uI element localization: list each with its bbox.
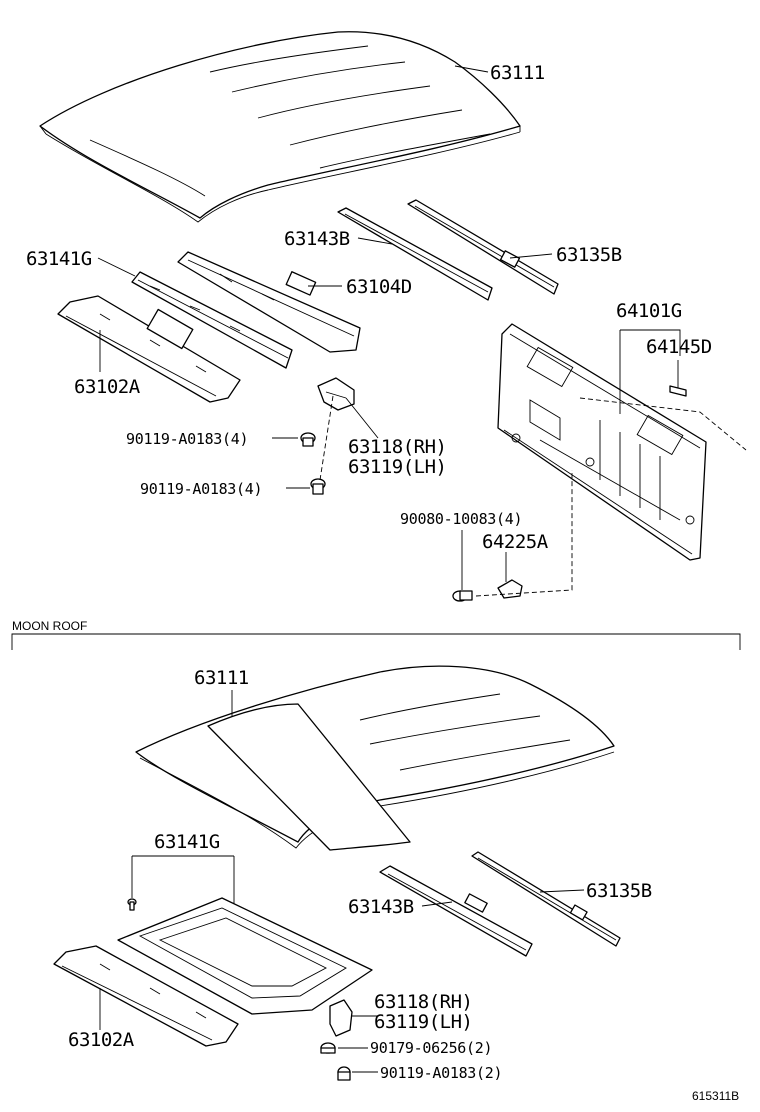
label-63102a-top: 63102A [74, 376, 141, 398]
sunroof-frame-63141g [117, 897, 373, 1015]
section-title-moon-roof: MOON ROOF [12, 619, 87, 633]
label-64101g: 64101G [616, 300, 682, 322]
label-63111-top: 63111 [490, 62, 545, 84]
label-63104d: 63104D [346, 276, 412, 298]
leader-lines-moon [99, 690, 585, 1073]
roof-panel-top [39, 31, 521, 223]
label-64145d: 64145D [646, 336, 712, 358]
roof-panel-moon [135, 665, 615, 851]
roof-rail-63135b-top [407, 199, 559, 295]
label-bolt-top-1: 90119-A0183(4) [126, 430, 248, 448]
roof-header-63141g-top [131, 271, 293, 369]
diagram-reference-number: 615311B [692, 1089, 739, 1103]
label-63118-top: 63118(RH) [348, 436, 446, 458]
clip-64225a [497, 579, 523, 599]
label-63135b-top: 63135B [556, 244, 622, 266]
leader-lines-top [97, 65, 747, 597]
label-90080: 90080-10083(4) [400, 510, 522, 528]
label-63102a-moon: 63102A [68, 1029, 135, 1051]
bracket-63118-top [317, 377, 355, 411]
label-63141g-moon: 63141G [154, 831, 220, 853]
label-90179: 90179-06256(2) [370, 1039, 492, 1057]
label-63119-top: 63119(LH) [348, 456, 446, 478]
bolt-icon-90080 [452, 590, 473, 602]
label-63143b-moon: 63143B [348, 896, 414, 918]
bracket-63118-moon [329, 999, 353, 1037]
bolt-icon-top-1 [300, 432, 316, 447]
label-63135b-moon: 63135B [586, 880, 652, 902]
nut-icon-90179 [320, 1042, 336, 1054]
roof-rail-63143b-top [337, 207, 493, 301]
bolt-icon-moon [337, 1066, 351, 1081]
label-63143b-top: 63143B [284, 228, 350, 250]
bolt-icon-top-2 [310, 478, 326, 495]
roof-bow-63104d [177, 251, 361, 353]
label-63141g-top: 63141G [26, 248, 92, 270]
label-bolt-top-2: 90119-A0183(4) [140, 480, 262, 498]
front-panel-63102a-moon [53, 945, 239, 1047]
label-90119-moon: 90119-A0183(2) [380, 1064, 502, 1082]
section-bracket [11, 633, 741, 650]
back-panel-64101g [497, 323, 707, 561]
front-panel-63102a-top [57, 295, 241, 403]
label-63119-moon: 63119(LH) [374, 1011, 472, 1033]
label-63118-moon: 63118(RH) [374, 991, 472, 1013]
roof-rail-63143b-moon [379, 865, 533, 957]
roof-rail-63135b-moon [471, 851, 621, 947]
part-64145d [669, 385, 687, 397]
label-63111-moon: 63111 [194, 667, 249, 689]
label-64225a: 64225A [482, 531, 549, 553]
